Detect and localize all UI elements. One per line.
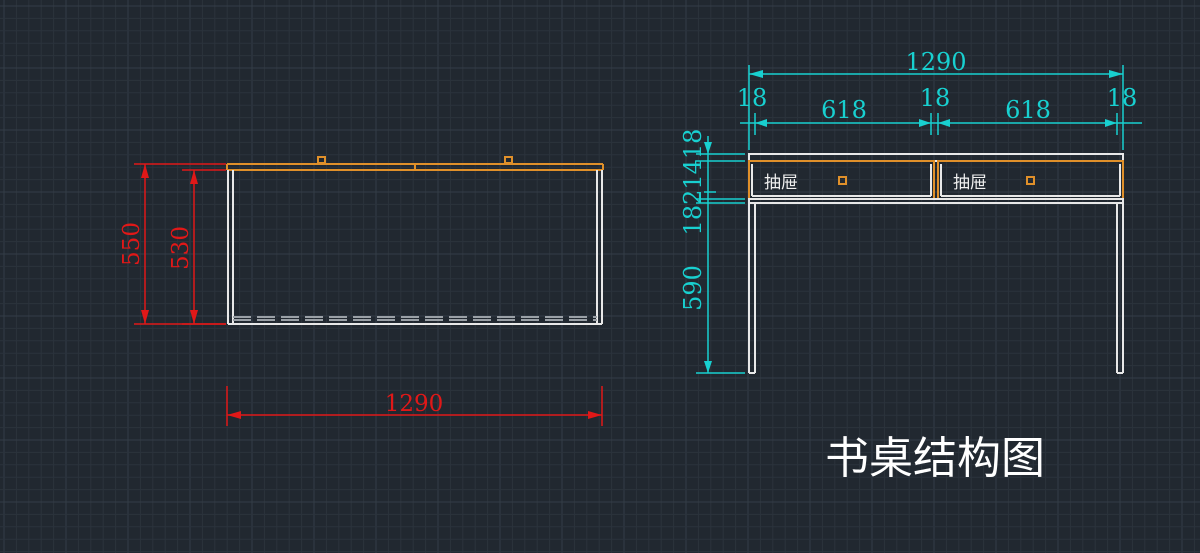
- dim-530-label: 530: [168, 226, 194, 270]
- front-view: 550 530 1290: [119, 156, 604, 426]
- dim-18-mid-label: 18: [920, 84, 951, 112]
- drawer-right-label: 抽屉: [953, 173, 987, 193]
- dim-618-left-label: 618: [821, 96, 867, 124]
- drawer-left-label: 抽屉: [764, 173, 798, 193]
- tabletop: [748, 153, 1124, 162]
- dimension-chain: 18 618 18 618 18: [737, 84, 1142, 135]
- dim-18-right-label: 18: [1107, 84, 1138, 112]
- dim-590-label: 590: [679, 265, 707, 311]
- handle-right: [504, 156, 513, 164]
- dimension-1290-side: 1290: [748, 48, 1124, 150]
- apron-rail: [748, 198, 1124, 204]
- dim-1290-front-label: 1290: [385, 391, 444, 417]
- drawer-left-knob: [838, 176, 847, 185]
- side-view: 抽屉 抽屉 1290: [679, 48, 1142, 374]
- drawer-right-knob: [1026, 176, 1035, 185]
- dim-1290-side-label: 1290: [905, 48, 966, 76]
- dimension-530: 530: [168, 169, 226, 325]
- dim-stack-label: 1821418: [679, 129, 707, 236]
- dim-18-left-label: 18: [737, 84, 768, 112]
- dim-618-right-label: 618: [1005, 96, 1051, 124]
- dim-550-label: 550: [119, 222, 145, 266]
- dimension-1290-front: 1290: [226, 386, 603, 426]
- dimension-vertical-chain: 1821418 590: [679, 129, 745, 374]
- drawing-title: 书桌结构图: [825, 433, 1045, 484]
- handle-left: [317, 156, 326, 164]
